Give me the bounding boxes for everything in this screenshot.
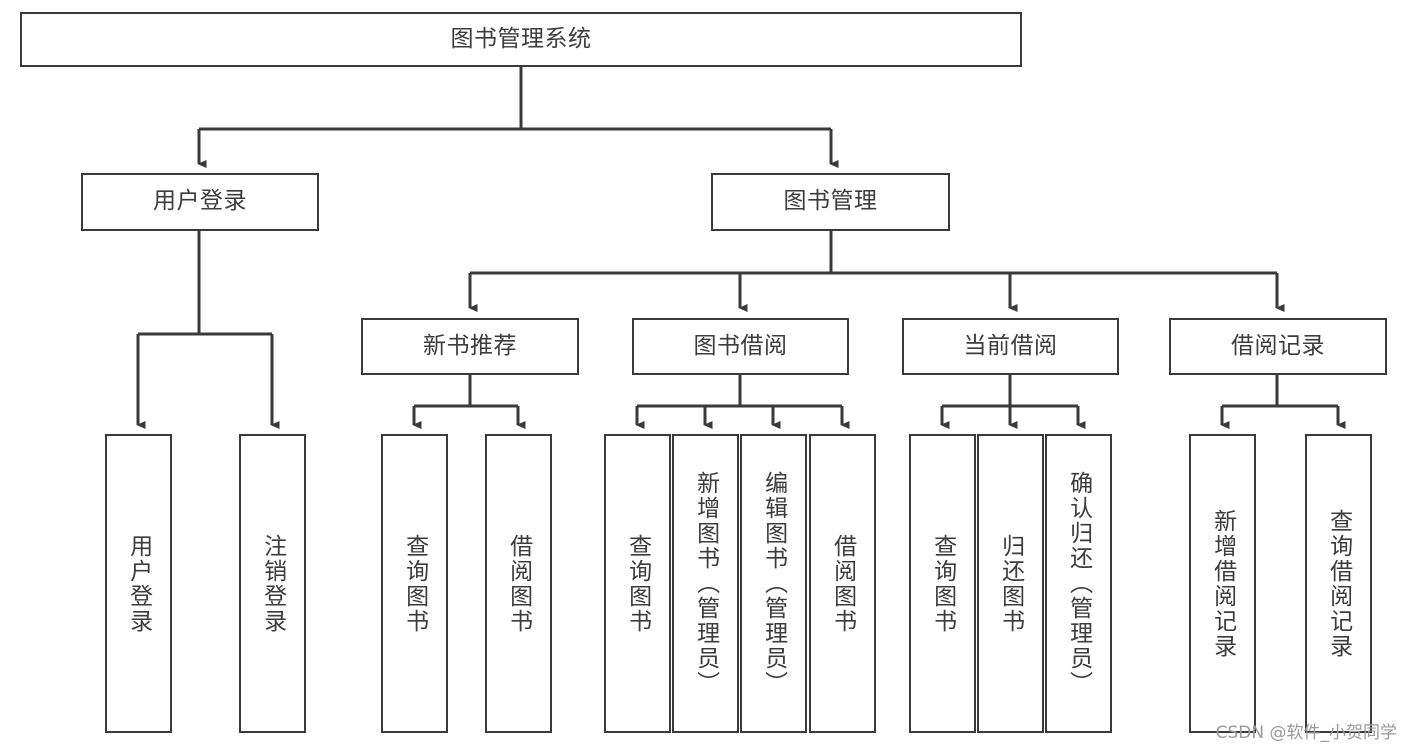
leaf-borrow-record-add-record[interactable]: 新增借阅记录 [1189, 434, 1256, 733]
node-label: 借阅图书 [829, 533, 856, 634]
leaf-book-borrow-add-book-admin[interactable]: 新增图书（管理员） [672, 434, 739, 733]
node-label: 用户登录 [153, 188, 247, 215]
node-label: 当前借阅 [963, 332, 1058, 359]
leaf-user-login-logout[interactable]: 注销登录 [239, 434, 306, 733]
leaf-borrow-record-query-record[interactable]: 查询借阅记录 [1305, 434, 1372, 733]
node-label: 查询图书 [624, 533, 651, 634]
leaf-new-book-query-book[interactable]: 查询图书 [381, 434, 448, 733]
node-label: 确认归还（管理员） [1065, 471, 1092, 696]
node-label: 图书管理 [783, 188, 878, 215]
node-root-book-management-system[interactable]: 图书管理系统 [20, 12, 1022, 67]
node-label: 用户登录 [125, 533, 152, 634]
node-label: 注销登录 [259, 533, 286, 634]
leaf-current-borrow-confirm-return-admin[interactable]: 确认归还（管理员） [1045, 434, 1112, 733]
leaf-new-book-borrow-book[interactable]: 借阅图书 [485, 434, 552, 733]
node-book-borrow[interactable]: 图书借阅 [632, 318, 849, 375]
node-label: 查询图书 [929, 533, 956, 634]
leaf-book-borrow-query-book[interactable]: 查询图书 [604, 434, 671, 733]
node-current-borrow[interactable]: 当前借阅 [902, 318, 1119, 375]
node-label: 借阅图书 [505, 533, 532, 634]
node-borrow-record[interactable]: 借阅记录 [1169, 318, 1387, 375]
node-label: 新增图书（管理员） [692, 471, 719, 696]
leaf-user-login-login[interactable]: 用户登录 [105, 434, 172, 733]
node-book-management[interactable]: 图书管理 [711, 173, 950, 231]
node-label: 编辑图书（管理员） [760, 471, 787, 696]
node-label: 归还图书 [997, 533, 1024, 634]
node-label: 查询借阅记录 [1325, 508, 1352, 659]
node-label: 图书管理系统 [450, 25, 592, 52]
leaf-current-borrow-query-book[interactable]: 查询图书 [909, 434, 976, 733]
node-label: 图书借阅 [693, 332, 788, 359]
node-label: 查询图书 [401, 533, 428, 634]
node-label: 新书推荐 [423, 332, 517, 359]
leaf-current-borrow-return-book[interactable]: 归还图书 [977, 434, 1044, 733]
node-label: 借阅记录 [1231, 332, 1325, 359]
node-new-book-recommend[interactable]: 新书推荐 [361, 318, 579, 375]
leaf-book-borrow-borrow-book[interactable]: 借阅图书 [809, 434, 876, 733]
leaf-book-borrow-edit-book-admin[interactable]: 编辑图书（管理员） [740, 434, 807, 733]
node-label: 新增借阅记录 [1209, 508, 1236, 659]
csdn-watermark: CSDN @软件_小贺同学 [1215, 723, 1397, 743]
node-user-login[interactable]: 用户登录 [81, 173, 319, 231]
